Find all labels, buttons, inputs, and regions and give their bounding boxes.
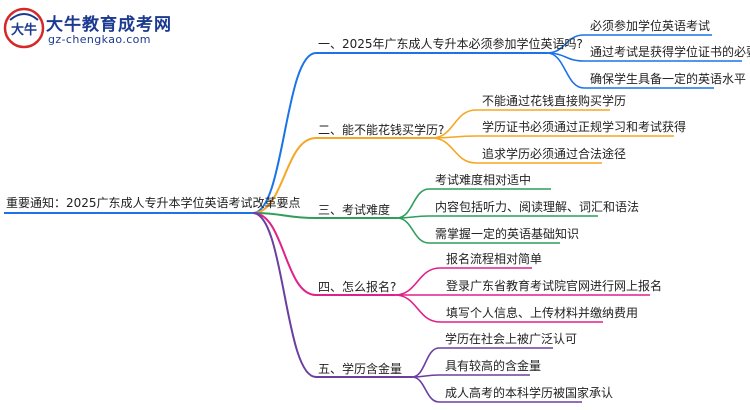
leaf-label-1-3: 确保学生具备一定的英语水平 xyxy=(590,72,747,86)
branch-connector-1 xyxy=(252,52,317,214)
leaf-connector-4-3 xyxy=(394,294,441,323)
leaf-connector-5-1 xyxy=(411,347,440,378)
leaf-label-4-3: 填写个人信息、上传材料并缴纳费用 xyxy=(446,306,639,320)
leaf-label-5-1: 学历在社会上被广泛认可 xyxy=(445,332,578,346)
leaf-label-3-3: 需掌握一定的英语基础知识 xyxy=(435,227,580,241)
branch-connector-4 xyxy=(252,212,317,296)
branch-connector-3 xyxy=(252,212,317,219)
leaf-connector-3-1 xyxy=(396,188,430,219)
leaf-label-2-1: 不能通过花钱直接购买学历 xyxy=(482,94,627,108)
leaf-label-4-1: 报名流程相对简单 xyxy=(446,252,543,266)
leaf-label-3-2: 内容包括听力、阅读理解、词汇和语法 xyxy=(435,200,640,214)
leaf-connector-2-3 xyxy=(431,137,477,164)
branch-connector-5 xyxy=(252,212,317,378)
leaf-connector-3-3 xyxy=(396,217,430,244)
leaf-label-2-2: 学历证书必须通过正规学习和考试获得 xyxy=(482,120,687,134)
leaf-label-2-3: 追求学历必须通过合法途径 xyxy=(482,147,627,161)
leaf-label-1-2: 通过考试是获得学位证书的必要条件 xyxy=(590,45,750,59)
branch-label-1: 一、2025年广东成人专升本必须参加学位英语吗? xyxy=(318,37,583,51)
logo-mark-text: 大牛 xyxy=(11,22,37,38)
branch-label-3: 三、考试难度 xyxy=(318,203,391,217)
leaf-label-1-1: 必须参加学位英语考试 xyxy=(590,19,711,33)
branch-label-4: 四、怎么报名? xyxy=(318,280,397,294)
root-topic: 重要通知：2025广东成人专升本学位英语考试改革要点 xyxy=(6,196,301,210)
logo-url: gz-chengkao.com xyxy=(48,33,151,46)
branch-label-5: 五、学历含金量 xyxy=(318,362,403,376)
logo-title: 大牛教育成考网 xyxy=(46,15,172,35)
leaf-label-5-2: 具有较高的含金量 xyxy=(445,359,542,373)
leaf-connector-1-3 xyxy=(546,52,585,89)
leaf-label-3-1: 考试难度相对适中 xyxy=(435,173,532,187)
leaf-label-5-3: 成人高考的本科学历被国家承认 xyxy=(445,386,614,400)
leaf-connector-4-1 xyxy=(394,267,441,296)
leaf-label-4-2: 登录广东省教育考试院官网进行网上报名 xyxy=(446,279,663,293)
leaf-connector-5-3 xyxy=(411,376,440,403)
logo-mark-icon: 大牛 xyxy=(3,7,45,49)
site-logo: 大牛 大牛教育成考网 gz-chengkao.com xyxy=(2,6,192,52)
branch-label-2: 二、能不能花钱买学历? xyxy=(318,123,445,137)
branch-connector-2 xyxy=(252,137,317,214)
